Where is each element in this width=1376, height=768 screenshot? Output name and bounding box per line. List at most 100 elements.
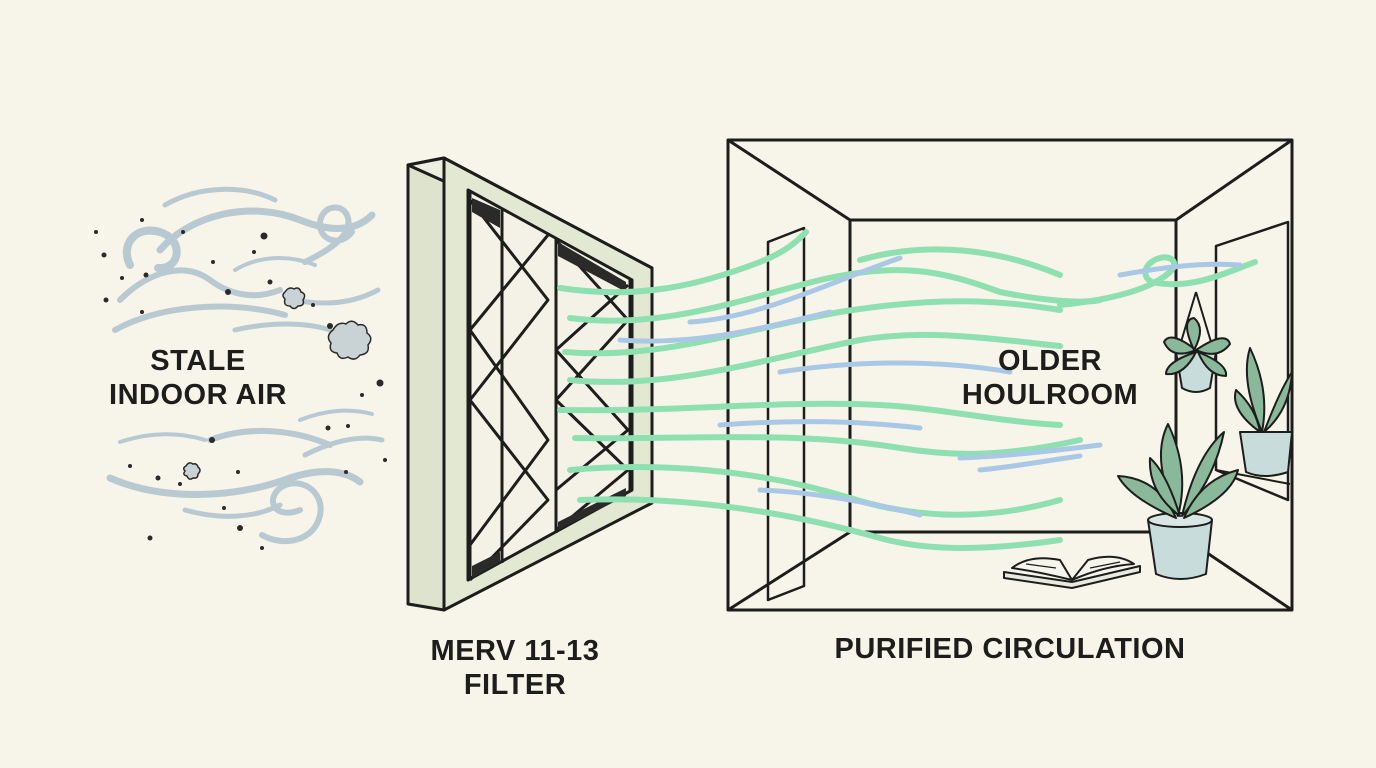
dust-dot — [101, 252, 107, 258]
airflow-stream — [567, 331, 1063, 385]
airflow-stream — [1057, 254, 1258, 308]
dust-clump-tiny — [182, 462, 201, 480]
leaf — [1183, 469, 1239, 519]
stale-swirl-7 — [292, 287, 381, 306]
window-pot — [1239, 431, 1293, 477]
dust-dot — [260, 546, 264, 550]
dust-dot — [222, 506, 226, 510]
clean-airflow — [557, 229, 1258, 551]
room-label: OLDER HOULROOM — [930, 344, 1170, 412]
dust-dot — [311, 303, 315, 307]
stale-air-label-line-2: INDOOR AIR — [109, 379, 287, 412]
stale-swirl-13 — [182, 502, 283, 519]
room-edge-bl — [727, 530, 851, 612]
dust-dot — [260, 232, 268, 240]
pleat-shade — [472, 198, 500, 228]
dust-dot — [225, 289, 231, 295]
stale-swirl-9 — [232, 321, 333, 333]
leaf — [1197, 351, 1228, 377]
room-edge-tr — [1175, 138, 1293, 222]
open-book-icon — [1003, 555, 1141, 589]
filter-label-line-1: MERV 11-13 — [430, 635, 600, 667]
leaf — [1186, 317, 1201, 351]
hanging-leaves — [1163, 317, 1231, 377]
dust-particle-icon — [94, 218, 387, 550]
stale-swirl-15 — [118, 432, 207, 444]
book-line — [1089, 561, 1121, 569]
dust-dot — [376, 379, 384, 387]
dust-dot — [120, 276, 124, 280]
leaf — [1234, 389, 1261, 433]
airflow-stream — [617, 309, 833, 344]
dust-dot — [140, 218, 144, 222]
stale-swirl-12 — [259, 480, 324, 545]
floor-pot — [1147, 519, 1213, 580]
stale-swirl-2 — [302, 204, 355, 265]
dust-dot — [360, 393, 364, 397]
filter-pleats — [468, 192, 632, 582]
airflow-stream — [557, 400, 1063, 428]
purified-circulation-text: PURIFIED CIRCULATION — [834, 633, 1186, 665]
floor-plant-icon — [1117, 423, 1239, 580]
dust-dot — [252, 250, 256, 254]
book-base — [1003, 565, 1141, 589]
airflow-stream — [577, 496, 1063, 551]
dust-clump-small — [282, 287, 306, 310]
room-back-wall — [848, 218, 1178, 534]
stale-swirl-6 — [233, 256, 317, 272]
stale-swirl-10 — [207, 427, 333, 448]
dust-dot — [147, 535, 153, 541]
room-label-line-1: OLDER — [998, 345, 1102, 377]
pleat-shade — [472, 552, 500, 578]
airflow-stream — [687, 255, 903, 325]
airflow-stream — [562, 298, 1063, 357]
dust-dot — [209, 437, 215, 443]
stale-swirl-14 — [302, 435, 385, 458]
dust-dot — [267, 279, 273, 285]
room-icon — [726, 138, 1294, 612]
stale-swirl-4 — [117, 267, 283, 303]
dust-dot — [140, 310, 144, 314]
airflow-stream — [717, 419, 923, 431]
stale-air-label: STALE INDOOR AIR — [78, 344, 318, 412]
stale-air-swirls — [106, 186, 385, 545]
book-line — [1025, 563, 1057, 569]
room-label-line-2: HOULROOM — [961, 379, 1139, 412]
leaf — [1165, 351, 1197, 376]
leaf — [1195, 337, 1231, 355]
stale-swirl-8 — [112, 303, 288, 333]
clean-airflow-blue — [617, 255, 1243, 518]
leaf — [1148, 457, 1181, 517]
stale-swirl-16 — [298, 408, 374, 422]
stale-swirl-3 — [162, 186, 278, 208]
dust-dot — [211, 260, 215, 264]
dust-dot — [383, 458, 387, 462]
dust-dot — [325, 425, 331, 431]
room-edge-tl — [727, 138, 851, 222]
leaf — [1163, 336, 1197, 355]
leaf — [1245, 347, 1266, 433]
filter-label-line-2: FILTER — [463, 669, 567, 702]
hanging-plant-icon — [1163, 291, 1231, 393]
stale-swirl-11 — [106, 468, 364, 498]
dust-dot — [103, 297, 109, 303]
pleat-shade — [558, 242, 626, 292]
dust-dot — [178, 482, 182, 486]
dust-dot — [236, 470, 240, 474]
airflow-stream — [757, 487, 923, 518]
pleated-filter-icon — [406, 156, 654, 612]
dust-clump-large — [327, 320, 372, 360]
window-plant-leaves — [1234, 347, 1293, 433]
airflow-stream — [977, 453, 1083, 473]
stale-swirl-1 — [156, 207, 376, 254]
airflow-stream — [572, 434, 1083, 457]
filter-zigzag-left-b — [468, 234, 550, 546]
airflow-stream — [567, 267, 1003, 324]
floor-plant-leaves — [1117, 423, 1239, 519]
dust-dot — [344, 470, 348, 474]
dust-dot — [155, 475, 161, 481]
filter-label: MERV 11-13 FILTER — [400, 634, 630, 702]
airflow-stream — [557, 229, 809, 296]
dust-clump-icon — [182, 287, 372, 480]
